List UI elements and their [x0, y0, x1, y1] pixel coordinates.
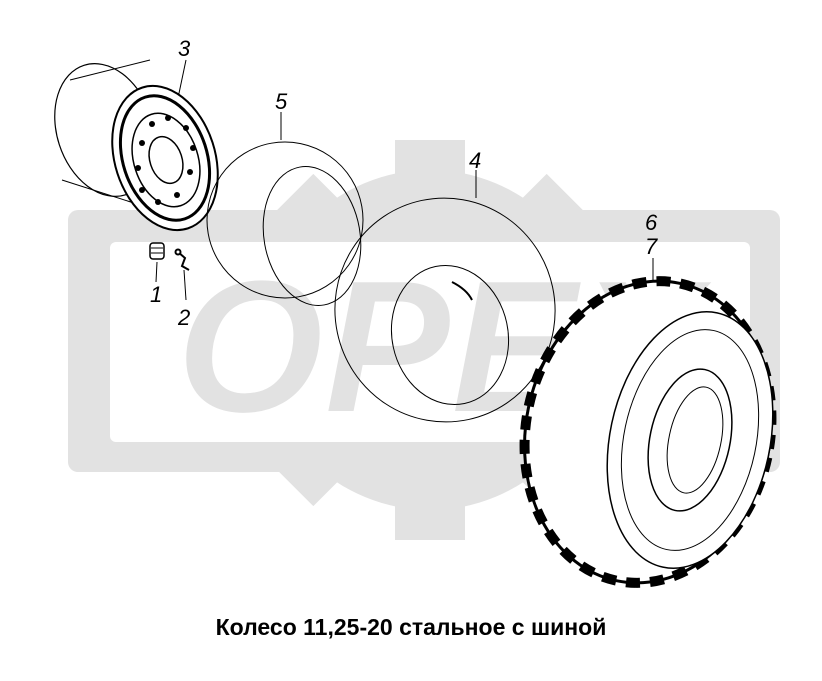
callout-3: 3 [178, 36, 191, 61]
part-1-nut [149, 242, 165, 260]
callout-7: 7 [645, 234, 658, 259]
callout-4: 4 [469, 148, 482, 173]
wheel-rim [54, 59, 219, 232]
leader-1 [155, 261, 158, 283]
leader-2 [183, 269, 187, 301]
part-2-clip [174, 248, 190, 271]
callout-2: 2 [178, 305, 191, 330]
callout-5: 5 [275, 89, 288, 114]
leader-3 [177, 59, 187, 99]
tire [519, 276, 777, 588]
part-4-tube [334, 197, 556, 423]
leader-lines [155, 59, 654, 301]
diagram-caption: Колесо 11,25-20 стальное с шиной [215, 614, 607, 640]
callout-1: 1 [150, 282, 163, 307]
callout-6: 6 [645, 210, 658, 235]
part-5-flap [206, 141, 364, 306]
